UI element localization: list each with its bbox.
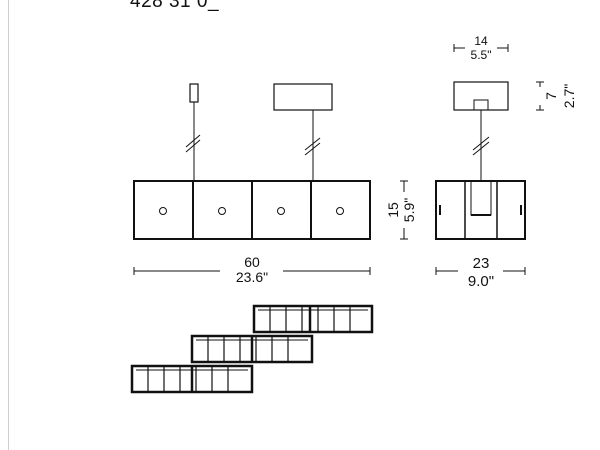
light-point-4 [336, 207, 344, 215]
side-depth-in: 9.0" [468, 273, 494, 290]
perspective-module-bottom [130, 364, 254, 394]
product-code: 428 31 0_ [130, 0, 220, 12]
canopy-height-cm: 7 [543, 92, 559, 100]
side-mount-bracket [470, 180, 492, 216]
side-cut-mark [472, 136, 490, 156]
front-height-cm: 15 [385, 202, 401, 218]
fixture-body-side [435, 180, 526, 240]
small-canopy [189, 83, 199, 103]
side-stem [473, 99, 489, 111]
cut-mark-right [304, 137, 321, 156]
front-width-cm: 60 [244, 254, 260, 270]
canopy-width-cm: 14 [474, 34, 488, 48]
light-point-3 [277, 207, 285, 215]
dimension-height [400, 180, 408, 240]
front-width-in: 23.6" [236, 269, 268, 285]
perspective-module-top [252, 304, 374, 334]
dimension-canopy-width [453, 44, 509, 52]
perspective-view [130, 304, 374, 394]
side-view: 14 5.5" 7 2.7" [435, 34, 577, 290]
canopy-height-in: 2.7" [561, 84, 577, 108]
perspective-module-middle [190, 334, 314, 364]
light-point-1 [159, 207, 167, 215]
page-border-line [8, 0, 9, 450]
side-canopy [453, 81, 509, 111]
light-point-2 [218, 207, 226, 215]
large-canopy [273, 83, 333, 111]
canopy-width-in: 5.5" [471, 48, 492, 62]
side-depth-cm: 23 [473, 255, 490, 272]
dimension-width [133, 267, 371, 275]
dimension-canopy-height [536, 81, 544, 111]
cut-mark-left [185, 134, 201, 153]
front-view: 60 23.6" 15 5.9" [133, 83, 417, 285]
dimension-depth [435, 267, 526, 275]
front-height-in: 5.9" [401, 198, 417, 222]
